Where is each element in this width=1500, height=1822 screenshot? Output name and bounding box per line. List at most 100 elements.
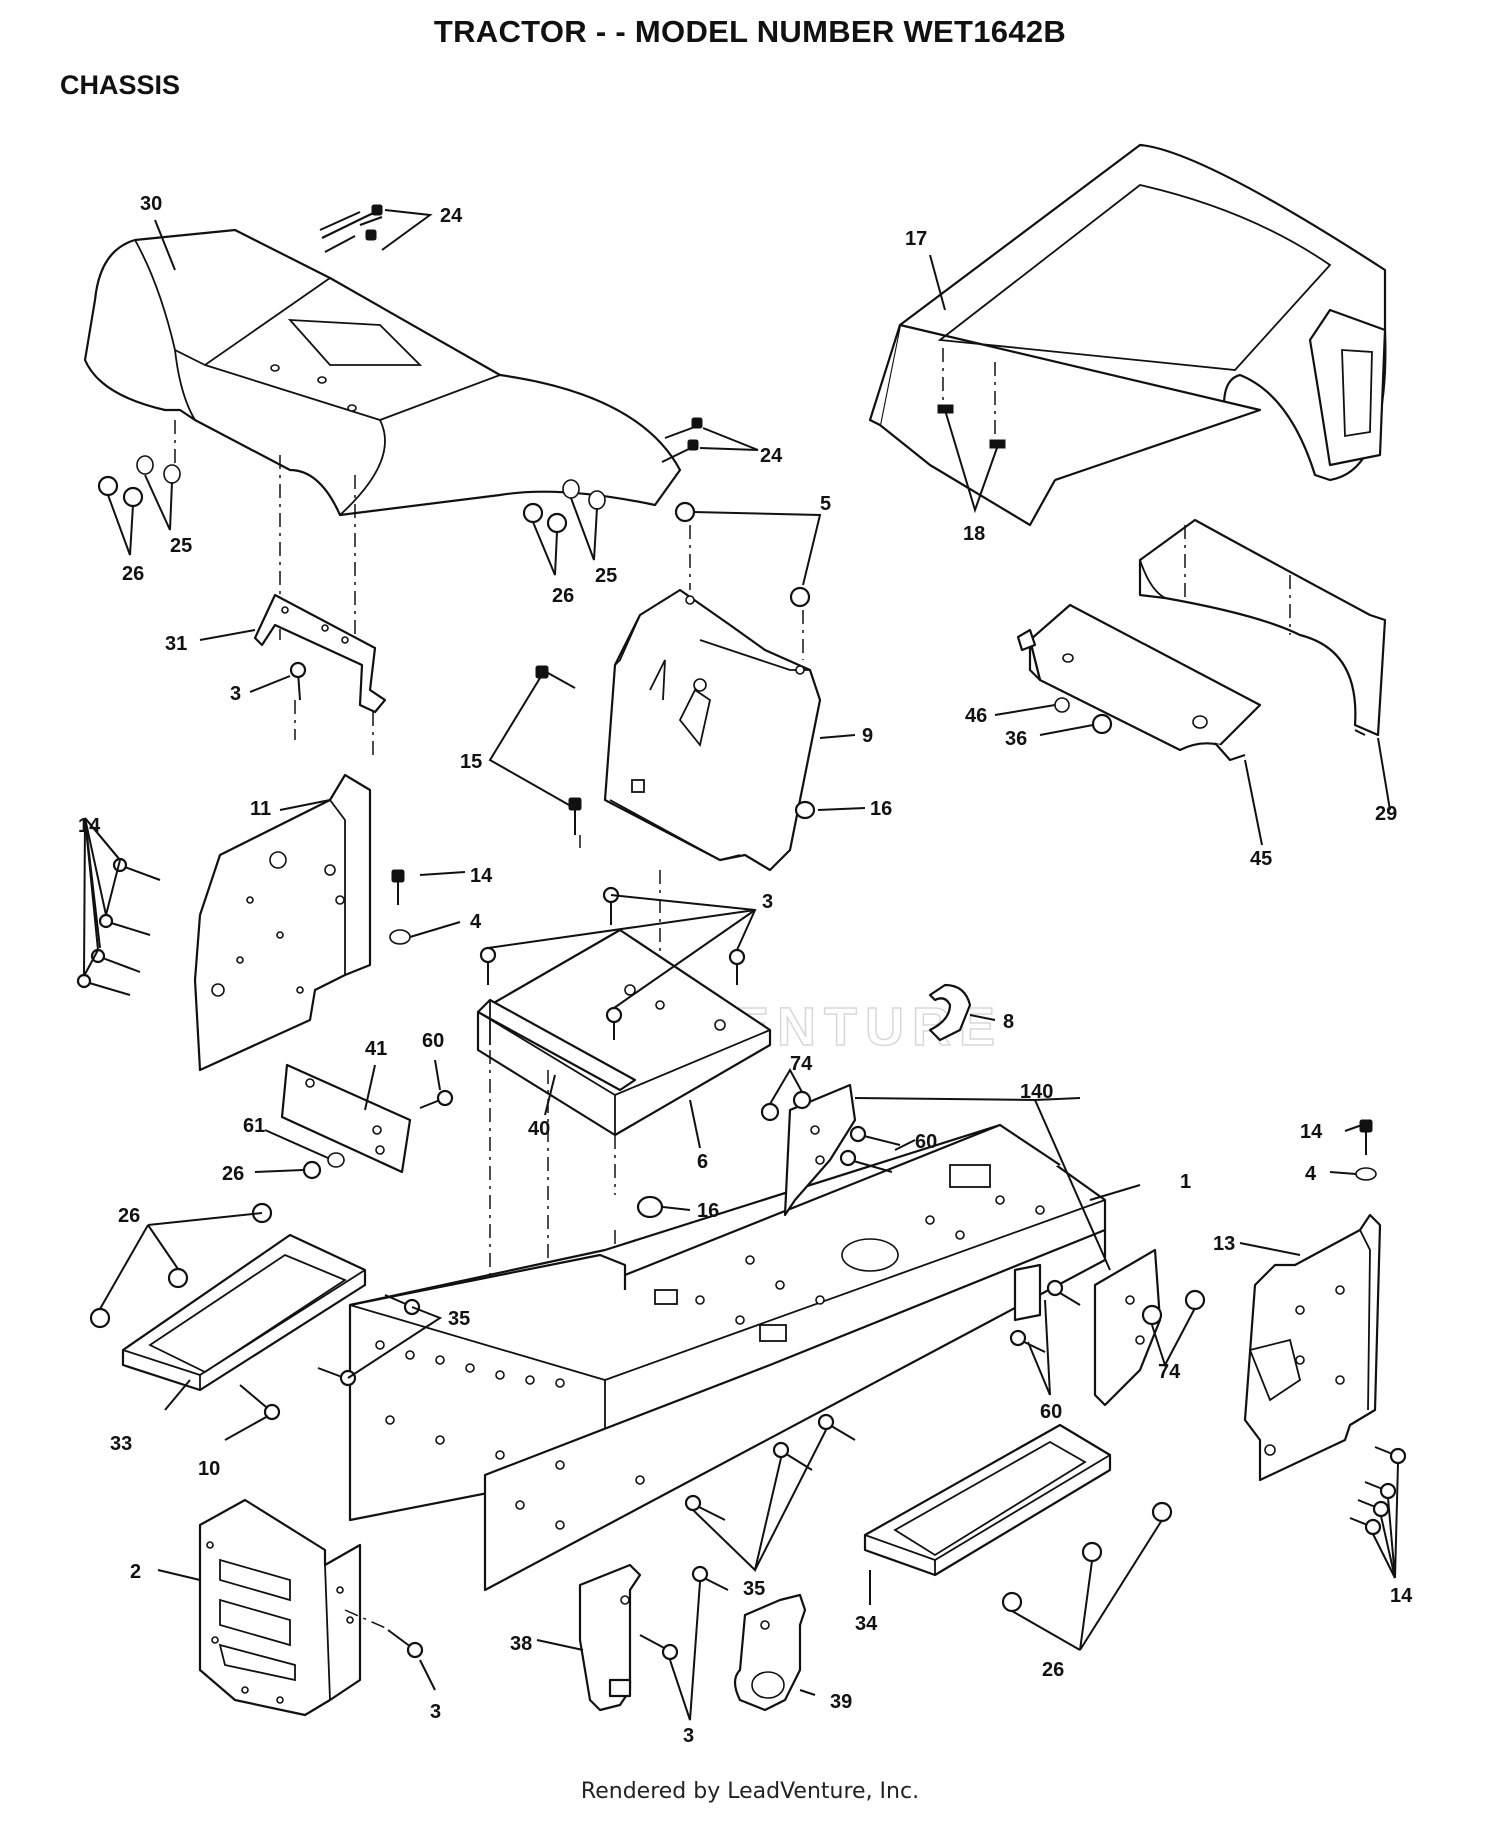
callout-18: 18: [963, 523, 985, 545]
callout-60-left: 60: [422, 1030, 444, 1052]
bolts-14-left[interactable]: [76, 857, 161, 996]
bolt-3-bracket[interactable]: [289, 661, 307, 701]
callout-60-upper: 60: [915, 1131, 937, 1153]
callout-3-pivot: 3: [683, 1725, 694, 1747]
callout-29: 29: [1375, 803, 1397, 825]
callout-15: 15: [460, 751, 482, 773]
bolt-24[interactable]: [319, 204, 383, 253]
callout-14-right: 14: [1390, 1585, 1413, 1607]
bolt-3-front[interactable]: [387, 1629, 424, 1659]
callout-26-right: 26: [552, 585, 574, 607]
nut-26-right[interactable]: [522, 502, 568, 534]
bracket-140-left[interactable]: [783, 1083, 857, 1217]
grommet-16-upper[interactable]: [794, 800, 816, 820]
callout-14-right-top: 14: [1300, 1121, 1323, 1143]
callout-26-left: 26: [122, 563, 144, 585]
nuts-74-upper[interactable]: [760, 1090, 812, 1122]
bolts-60-lower[interactable]: [1009, 1279, 1081, 1353]
bolt-15[interactable]: [535, 665, 582, 835]
callout-41: 41: [365, 1038, 387, 1060]
callout-45: 45: [1250, 848, 1272, 870]
nuts-26-right[interactable]: [1001, 1501, 1173, 1613]
callout-3-floor: 3: [762, 891, 773, 913]
rear-fender[interactable]: [83, 228, 682, 517]
bracket-140-right[interactable]: [1093, 1248, 1162, 1407]
bolt-14-mid[interactable]: [391, 869, 405, 905]
front-bracket[interactable]: [198, 1498, 362, 1717]
nut-36[interactable]: [1091, 713, 1113, 735]
callout-2: 2: [130, 1561, 141, 1583]
fender-bracket[interactable]: [253, 593, 387, 714]
callout-25-left: 25: [170, 535, 192, 557]
callout-9: 9: [862, 725, 873, 747]
bolts-60-upper[interactable]: [839, 1125, 901, 1173]
washer-46[interactable]: [1054, 697, 1070, 713]
grommet-16-lower[interactable]: [636, 1195, 664, 1219]
callout-40: 40: [528, 1118, 550, 1140]
callout-46: 46: [965, 705, 987, 727]
callout-11: 11: [250, 798, 271, 820]
footer-credit: Rendered by LeadVenture, Inc.: [580, 1779, 920, 1804]
callout-35-right: 35: [743, 1578, 765, 1600]
floor-plate[interactable]: [476, 928, 772, 1137]
bolt-10[interactable]: [239, 1384, 281, 1421]
callout-60-lower: 60: [1040, 1401, 1062, 1423]
callout-1: 1: [1180, 1171, 1191, 1193]
cable-clip[interactable]: [928, 983, 972, 1042]
dash-panel[interactable]: [603, 588, 822, 872]
callout-17: 17: [905, 228, 927, 250]
callout-35-left: 35: [448, 1308, 470, 1330]
callout-24-right: 24: [760, 445, 783, 467]
callout-10: 10: [198, 1458, 220, 1480]
main-frame[interactable]: [348, 1123, 1107, 1592]
right-footrest[interactable]: [863, 1423, 1112, 1577]
nut-5[interactable]: [674, 501, 811, 608]
callout-26-right: 26: [1042, 1659, 1064, 1681]
screws-3-floor[interactable]: [479, 886, 746, 1040]
diagram-title: TRACTOR - - MODEL NUMBER WET1642B: [433, 14, 1067, 49]
nut-26-left[interactable]: [97, 475, 144, 508]
bolt-60-left[interactable]: [419, 1089, 454, 1109]
grille-panel[interactable]: [1138, 518, 1387, 737]
right-side-panel[interactable]: [1243, 1213, 1382, 1482]
bracket-plate-41[interactable]: [280, 1063, 412, 1174]
bolts-3-pivot[interactable]: [639, 1565, 729, 1661]
bolts-35-right[interactable]: [684, 1413, 856, 1521]
nuts-74-lower[interactable]: [1141, 1289, 1206, 1326]
callout-30: 30: [140, 193, 162, 215]
bolt-24-right[interactable]: [661, 417, 703, 463]
callout-24-top: 24: [440, 205, 463, 227]
callout-8: 8: [1003, 1011, 1014, 1033]
washer-4-mid[interactable]: [389, 929, 411, 945]
left-side-panel[interactable]: [193, 773, 372, 1072]
pivot-bracket-38[interactable]: [578, 1563, 642, 1712]
callout-6: 6: [697, 1151, 708, 1173]
leader-lines: [83, 209, 1399, 1721]
callout-26-plate: 26: [222, 1163, 244, 1185]
callout-4-right: 4: [1305, 1163, 1317, 1185]
grille-bracket[interactable]: [1016, 603, 1262, 762]
washer-4-right[interactable]: [1355, 1167, 1377, 1181]
callout-34: 34: [855, 1613, 878, 1635]
callout-numbers: 30 24 17 18 25 26 24 25 26 5 31 3 9 15 1…: [78, 193, 1413, 1747]
hood[interactable]: [868, 143, 1387, 527]
washer-25-left[interactable]: [136, 455, 181, 484]
callout-39: 39: [830, 1691, 852, 1713]
callout-13: 13: [1213, 1233, 1235, 1255]
pivot-bracket-39[interactable]: [733, 1593, 807, 1712]
callout-25-right: 25: [595, 565, 617, 587]
callout-3-bracket: 3: [230, 683, 241, 705]
callout-74-upper: 74: [790, 1053, 813, 1075]
callout-36: 36: [1005, 728, 1027, 750]
bolts-35-left[interactable]: [317, 1294, 421, 1387]
callout-14-left: 14: [78, 815, 101, 837]
callout-38: 38: [510, 1633, 532, 1655]
nut-26-plate[interactable]: [302, 1160, 322, 1180]
washer-61[interactable]: [327, 1152, 345, 1168]
bolts-14-right[interactable]: [1349, 1446, 1407, 1536]
callout-3-front: 3: [430, 1701, 441, 1723]
callout-16-lower: 16: [697, 1200, 719, 1222]
callout-5: 5: [820, 493, 831, 515]
left-footrest[interactable]: [121, 1233, 367, 1392]
